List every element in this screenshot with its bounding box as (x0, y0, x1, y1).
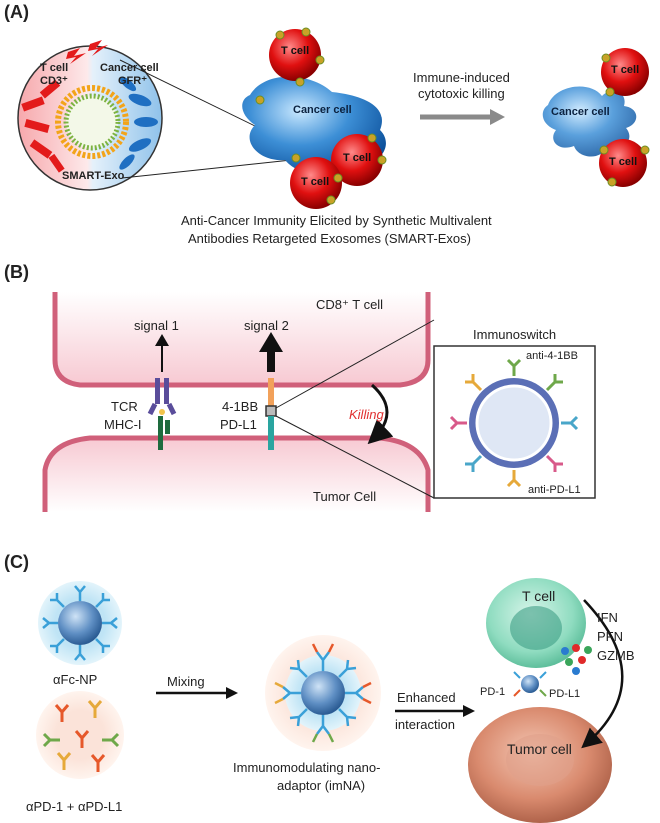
cd3-label: CD3⁺ (40, 75, 68, 87)
enhanced-label-1: Enhanced (397, 690, 456, 705)
tcell-receptors (21, 79, 65, 173)
exosome-dots (599, 53, 650, 187)
cancer-cell-label: Cancer cell (551, 106, 610, 118)
cancer-cell-label: Cancer cell (293, 104, 352, 116)
tcell-label: T cell (609, 156, 638, 168)
signal2-arrowhead (259, 332, 283, 352)
panel-c (36, 578, 624, 823)
tcr-label: TCR (111, 399, 138, 414)
signal2-label: signal 2 (244, 318, 289, 333)
t-cell-membrane (52, 292, 431, 388)
afc-np-antibodies (42, 585, 118, 661)
imna-label-1: Immunomodulating nano- (233, 760, 381, 775)
exosome-core (63, 93, 121, 151)
signal1-arrowhead (155, 334, 169, 346)
arrow-text-2: cytotoxic killing (418, 86, 505, 101)
anti-41bb-label: anti-4-1BB (526, 350, 578, 362)
gfr-label: GFR⁺ (118, 75, 148, 87)
caption-line-2: Antibodies Retargeted Exosomes (SMART-Ex… (188, 231, 471, 246)
immunoswitch-title: Immunoswitch (473, 327, 557, 342)
circle-tcell-label: T cell (40, 62, 69, 74)
signal1-label: signal 1 (134, 318, 179, 333)
tcell-label: T cell (611, 64, 640, 76)
zoom-line-bottom (121, 157, 311, 179)
anti-pdl1-label: anti-PD-L1 (528, 484, 581, 496)
afc-np-label: αFc-NP (53, 672, 98, 687)
afc-np-core (58, 601, 102, 645)
pdl1-label: PD-L1 (220, 417, 257, 432)
pd1-label: PD-1 (480, 686, 506, 698)
zoom-line-top (275, 319, 435, 409)
tcell-sphere (331, 134, 383, 186)
pdl1-label: PD-L1 (549, 688, 581, 700)
t-cell-nucleus (510, 606, 562, 650)
4-1bb-receptor (265, 378, 277, 450)
ifn-label: IFN (597, 610, 618, 625)
killing-arrow-head (490, 109, 505, 125)
panel-a-letter: (A) (4, 2, 29, 22)
cancer-receptors (119, 76, 158, 170)
gzmb-label: GZMB (597, 648, 635, 663)
immunoswitch-core (475, 384, 553, 462)
mhc-label: MHC-I (104, 417, 142, 432)
tcell-label: T cell (522, 588, 556, 604)
pfn-label: PFN (597, 629, 623, 644)
imna-core (301, 671, 345, 715)
lightning-icons (66, 40, 108, 64)
antibody-mix (42, 700, 120, 772)
cd8-label: CD8⁺ T cell (316, 297, 384, 312)
synapse-nanoparticle (521, 675, 539, 693)
tcell-sphere (269, 29, 321, 81)
cytotoxic-curve-arrow (581, 599, 624, 749)
synapse-antibodies (513, 671, 547, 697)
tcell-sphere (601, 48, 649, 96)
mixing-arrowhead (226, 687, 238, 699)
antibody-mix-label: αPD-1 + αPD-L1 (26, 799, 123, 814)
tumor-cell-label: Tumor Cell (313, 489, 377, 504)
cytokine-dots (561, 644, 592, 675)
tcell-label: T cell (301, 176, 330, 188)
exosome-dots (255, 27, 387, 205)
killing-label: Killing (349, 407, 384, 422)
tcell-sphere (599, 139, 647, 187)
exosome-corona (55, 85, 129, 159)
tumor-cell-membrane (42, 435, 431, 512)
killing-curve-arrow (367, 383, 394, 445)
41bb-label: 4-1BB (222, 399, 259, 414)
arrow-text-1: Immune-induced (413, 70, 510, 85)
panel-b (42, 292, 596, 512)
circle-cancer-label: Cancer cell (100, 62, 159, 74)
zoom-line-bottom (275, 415, 435, 499)
tcr-receptor (147, 378, 177, 450)
panel-b-letter: (B) (4, 262, 29, 282)
panel-c-letter: (C) (4, 552, 29, 572)
tumor-cell-label: Tumor cell (507, 741, 572, 757)
antibody-ring (449, 358, 579, 488)
enhanced-label-2: interaction (395, 717, 455, 732)
imna-antibodies (274, 643, 372, 743)
imna-label-2: adaptor (imNA) (277, 778, 366, 793)
smart-exo-label: SMART-Exo (62, 170, 125, 182)
tumor-nucleus (506, 734, 574, 786)
enhanced-arrowhead (463, 705, 475, 717)
damaged-cancer-cell (542, 86, 637, 157)
tcell-label: T cell (281, 45, 310, 57)
caption-line-1: Anti-Cancer Immunity Elicited by Synthet… (181, 213, 492, 228)
tcell-label: T cell (343, 152, 372, 164)
panel-a (17, 27, 650, 209)
mixing-label: Mixing (167, 674, 205, 689)
